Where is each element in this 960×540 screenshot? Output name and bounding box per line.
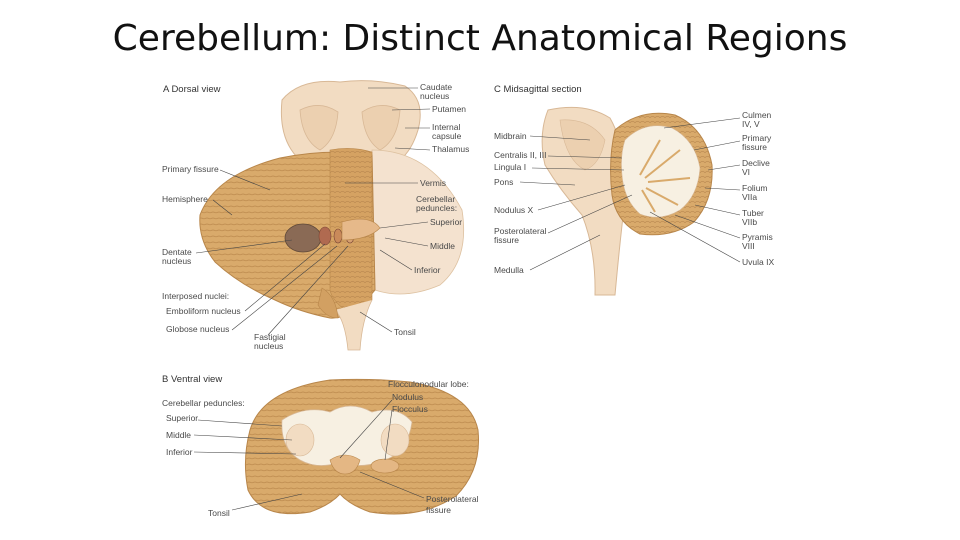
ventral-leader-lines [193, 399, 425, 511]
label-internal-capsule-2: capsule [432, 131, 462, 141]
label-tuber: Tuber [742, 208, 764, 218]
midsagittal-panel: C Midsagittal section [494, 84, 774, 296]
midsagittal-heading: C Midsagittal section [494, 84, 582, 95]
midsagittal-leader-lines [519, 117, 741, 271]
label-midbrain: Midbrain [494, 131, 527, 141]
label-flocculonodular: Flocculonodular lobe: [388, 379, 469, 389]
label-emboliform: Emboliform nucleus [166, 306, 241, 316]
label-declive: Declive [742, 158, 770, 168]
label-fastigial: Fastigial [254, 332, 286, 342]
dorsal-leader-lines [195, 87, 431, 336]
label-putamen: Putamen [432, 104, 466, 114]
label-ventral-superior: Superior [166, 413, 198, 423]
label-dentate-2: nucleus [162, 256, 191, 266]
label-ventral-inferior: Inferior [166, 447, 193, 457]
ventral-cerebellum-illustration [244, 378, 480, 515]
ventral-view-heading: B Ventral view [162, 374, 222, 385]
label-fastigial-2: nucleus [254, 341, 283, 351]
label-folium-2: VIIa [742, 192, 757, 202]
label-tonsil: Tonsil [394, 327, 416, 337]
label-folium: Folium [742, 183, 768, 193]
label-ventral-middle: Middle [166, 430, 191, 440]
label-mid-posterolateral: Posterolateral [494, 226, 547, 236]
page-title: Cerebellum: Distinct Anatomical Regions [112, 18, 848, 59]
label-ventral-peduncles: Cerebellar peduncles: [162, 398, 245, 408]
dorsal-view-heading: A Dorsal view [163, 84, 221, 95]
midsagittal-illustration [541, 106, 713, 296]
label-primary-2: fissure [742, 142, 767, 152]
label-pyramis-2: VIII [742, 241, 755, 251]
label-flocculus: Flocculus [392, 404, 428, 414]
label-thalamus: Thalamus [432, 144, 469, 154]
label-mid-posterolateral-2: fissure [494, 235, 519, 245]
label-cerebellar-peduncles: Cerebellar [416, 194, 455, 204]
label-tuber-2: VIIb [742, 217, 757, 227]
label-internal-capsule: Internal [432, 122, 460, 132]
label-culmen: Culmen [742, 110, 772, 120]
label-centralis: Centralis II, III [494, 150, 546, 160]
dorsal-view-panel: A Dorsal view [162, 80, 469, 351]
label-superior-peduncle: Superior [430, 217, 462, 227]
label-medulla: Medulla [494, 265, 524, 275]
label-cerebellar-peduncles-2: peduncles: [416, 203, 457, 213]
label-globose: Globose nucleus [166, 324, 229, 334]
label-ventral-posterolateral-2: fissure [426, 505, 451, 515]
label-caudate: Caudate [420, 82, 452, 92]
label-primary: Primary [742, 133, 772, 143]
ventral-view-panel: B Ventral view Cerebellar peduncles: Sup… [162, 374, 480, 518]
dorsal-brainstem-illustration [280, 80, 465, 295]
label-middle-peduncle: Middle [430, 241, 455, 251]
label-culmen-2: IV, V [742, 119, 760, 129]
label-ventral-nodulus: Nodulus [392, 392, 423, 402]
dorsal-cerebellum-illustration [199, 148, 381, 351]
label-ventral-tonsil: Tonsil [208, 508, 230, 518]
label-hemisphere: Hemisphere [162, 194, 208, 204]
label-pons: Pons [494, 177, 513, 187]
label-interposed-nuclei: Interposed nuclei: [162, 291, 229, 301]
label-primary-fissure: Primary fissure [162, 164, 219, 174]
label-nodulus-x: Nodulus X [494, 205, 534, 215]
label-pyramis: Pyramis [742, 232, 773, 242]
label-inferior-peduncle: Inferior [414, 265, 441, 275]
label-dentate: Dentate [162, 247, 192, 257]
label-ventral-posterolateral: Posterolateral [426, 494, 479, 504]
label-declive-2: VI [742, 167, 750, 177]
label-vermis: Vermis [420, 178, 446, 188]
label-uvula: Uvula IX [742, 257, 774, 267]
label-caudate-2: nucleus [420, 91, 449, 101]
label-lingula: Lingula I [494, 162, 526, 172]
